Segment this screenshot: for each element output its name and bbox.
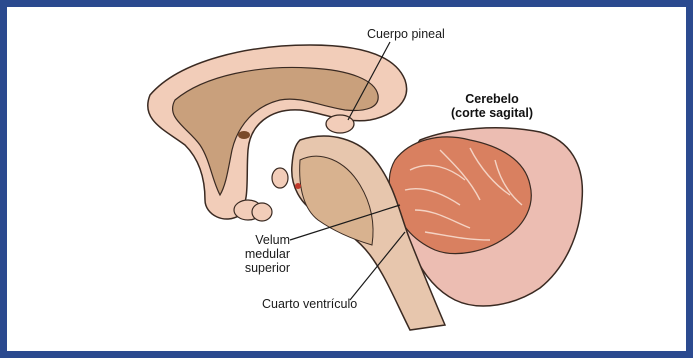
label-fourth-ventricle: Cuarto ventrículo xyxy=(262,297,357,311)
lobe-3 xyxy=(272,168,288,188)
label-velum-line1: Velum xyxy=(232,233,290,247)
title-cerebelo: Cerebelo (corte sagital) xyxy=(432,92,552,120)
label-pineal: Cuerpo pineal xyxy=(367,27,445,41)
title-line1: Cerebelo xyxy=(432,92,552,106)
label-velum: Velum medular superior xyxy=(232,233,290,275)
lobe-2 xyxy=(252,203,272,221)
title-line2: (corte sagital) xyxy=(432,106,552,120)
label-velum-line2: medular xyxy=(232,247,290,261)
dark-spot xyxy=(238,131,250,139)
label-velum-line3: superior xyxy=(232,261,290,275)
red-spot xyxy=(295,183,301,189)
